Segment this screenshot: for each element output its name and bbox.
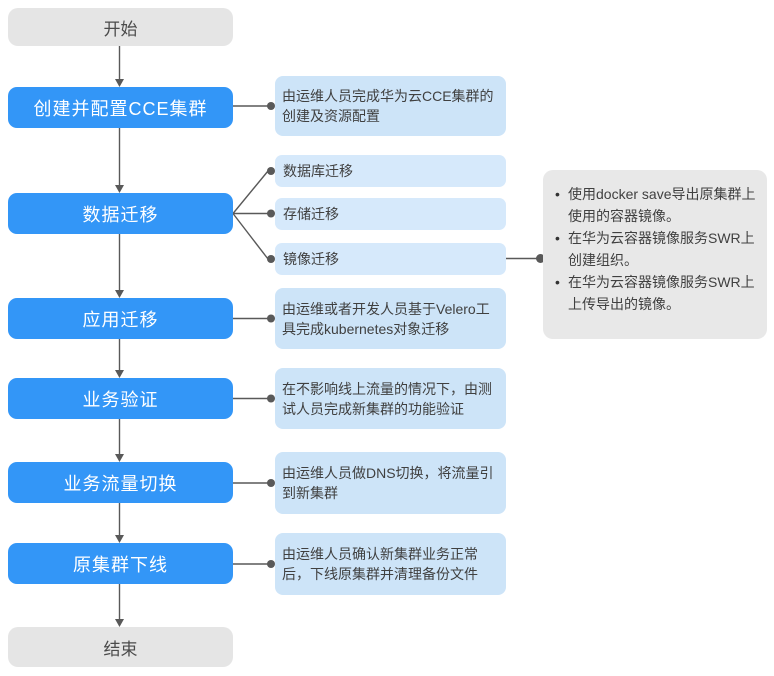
annotation-traffic-switchover: 由运维人员做DNS切换，将流量引到新集群 (275, 452, 506, 514)
step-traffic-switchover: 业务流量切换 (8, 462, 233, 503)
arrow-step3-to-step4 (115, 339, 124, 378)
arrow-start-to-step1 (115, 46, 124, 87)
arrow-step1-to-step2 (115, 128, 124, 193)
connector-step1-note (233, 102, 275, 110)
step-original-cluster-offline: 原集群下线 (8, 543, 233, 584)
arrow-step2-to-step3 (115, 234, 124, 298)
step-create-cce-cluster: 创建并配置CCE集群 (8, 87, 233, 128)
annotation-original-cluster-offline: 由运维人员确认新集群业务正常后，下线原集群并清理备份文件 (275, 533, 506, 595)
annotation-create-cce: 由运维人员完成华为云CCE集群的创建及资源配置 (275, 76, 506, 136)
branch-database-migration: 数据库迁移 (275, 155, 506, 187)
start-node: 开始 (8, 8, 233, 46)
note-docker-save: 使用docker save导出原集群上使用的容器镜像。 (555, 183, 759, 227)
connector-step4-note (233, 394, 275, 403)
connector-image-migration-notes (506, 254, 545, 263)
connector-step3-note (233, 314, 275, 323)
branch-image-migration: 镜像迁移 (275, 243, 506, 275)
arrow-step4-to-step5 (115, 419, 124, 462)
arrow-step6-to-end (115, 584, 124, 627)
step-application-migration: 应用迁移 (8, 298, 233, 339)
step-data-migration: 数据迁移 (8, 193, 233, 234)
image-migration-notes-list: 使用docker save导出原集群上使用的容器镜像。 在华为云容器镜像服务SW… (555, 183, 759, 315)
note-swr-create-org: 在华为云容器镜像服务SWR上创建组织。 (555, 227, 759, 271)
step-service-verification: 业务验证 (8, 378, 233, 419)
annotation-application-migration: 由运维或者开发人员基于Velero工具完成kubernetes对象迁移 (275, 288, 506, 349)
connector-step2-branches (232, 167, 275, 263)
connector-step5-note (233, 479, 275, 487)
connector-step6-note (233, 560, 275, 568)
branch-storage-migration: 存储迁移 (275, 198, 506, 230)
image-migration-notes-panel: 使用docker save导出原集群上使用的容器镜像。 在华为云容器镜像服务SW… (543, 170, 767, 339)
end-node: 结束 (8, 627, 233, 667)
arrow-step5-to-step6 (115, 503, 124, 543)
note-swr-upload-image: 在华为云容器镜像服务SWR上上传导出的镜像。 (555, 271, 759, 315)
annotation-service-verification: 在不影响线上流量的情况下，由测试人员完成新集群的功能验证 (275, 368, 506, 429)
